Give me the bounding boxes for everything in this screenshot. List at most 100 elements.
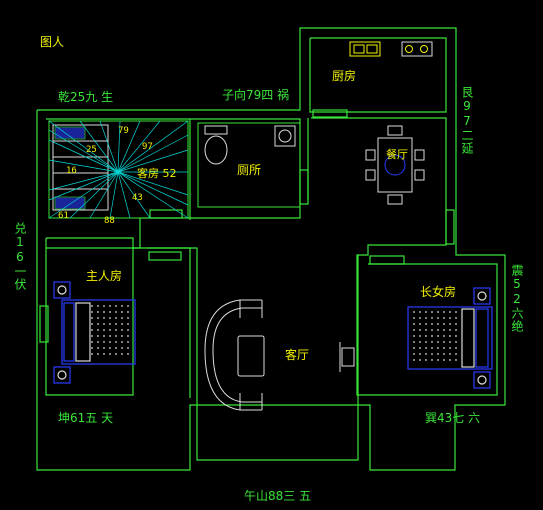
bed-dot [449, 335, 451, 337]
compass-ray [48, 171, 119, 219]
bed-dot [103, 305, 105, 307]
compass-ray [48, 159, 119, 173]
bed-dot [419, 335, 421, 337]
bed-dot [449, 347, 451, 349]
bed-dot [443, 353, 445, 355]
compass-ray [117, 171, 131, 219]
compass-ray [99, 120, 119, 173]
stair-number: 88 [104, 216, 115, 226]
bed-dot [103, 341, 105, 343]
bed-dot [425, 347, 427, 349]
compass-ray [69, 171, 119, 219]
bed-dot [413, 353, 415, 355]
walls [36, 27, 506, 471]
compass-ray [117, 120, 121, 173]
bed-dot [91, 317, 93, 319]
bed-dot [97, 317, 99, 319]
bed-dot [443, 347, 445, 349]
bed-dot [103, 317, 105, 319]
outer-wall [36, 27, 506, 471]
bed-dot [97, 323, 99, 325]
bed-dot [109, 341, 111, 343]
compass-ray [48, 120, 119, 173]
bed-dot [437, 359, 439, 361]
bed-dot [425, 341, 427, 343]
inner-wall [311, 117, 498, 396]
bed-dot [121, 329, 123, 331]
bed-dot [431, 335, 433, 337]
bed-dot [455, 353, 457, 355]
bed-dot [419, 329, 421, 331]
compass-ray [109, 171, 119, 219]
bed-dot [443, 341, 445, 343]
window [312, 109, 348, 118]
inner-wall [309, 37, 447, 113]
bed-dot [455, 311, 457, 313]
compass-ray [117, 171, 189, 219]
bed-dot [97, 305, 99, 307]
direction-top-left: 乾25九 生 [58, 90, 114, 104]
bed-dot [431, 311, 433, 313]
dining-label: 餐厅 [386, 148, 408, 161]
bed-dot [127, 323, 129, 325]
bed-dot [97, 353, 99, 355]
window [148, 251, 182, 261]
compass-ray [117, 149, 189, 173]
daughter-bedroom-label: 长女房 [420, 285, 457, 299]
bed-dot [449, 353, 451, 355]
bed-dot [109, 353, 111, 355]
stair-number: 16 [66, 166, 77, 176]
bed-dot [115, 353, 117, 355]
direction-right-lower: 震52六绝 [510, 264, 524, 333]
bed-dot [437, 353, 439, 355]
bed-dot [115, 341, 117, 343]
bed-dot [443, 317, 445, 319]
bed-dot [121, 305, 123, 307]
bed-dot [455, 317, 457, 319]
bed-dot [97, 341, 99, 343]
bed-dot [91, 329, 93, 331]
bed-dot [431, 359, 433, 361]
bed-dot [103, 329, 105, 331]
compass-ray [117, 171, 151, 219]
bed-dot [109, 329, 111, 331]
bed-dot [425, 323, 427, 325]
living-room-label: 客厅 [285, 348, 310, 362]
bed-dot [437, 317, 439, 319]
direction-left: 兑16一伏 [13, 222, 27, 291]
bed-dot [127, 341, 129, 343]
bed-dot [115, 311, 117, 313]
bed-dot [127, 347, 129, 349]
bed-dot [443, 323, 445, 325]
tv-stand [339, 342, 355, 372]
bed-dot [97, 347, 99, 349]
bed-dot [109, 317, 111, 319]
bed-dot [127, 353, 129, 355]
corner-label: 图人 [40, 35, 65, 49]
bed-dot [115, 347, 117, 349]
bed-dot [431, 353, 433, 355]
bed-dot [419, 353, 421, 355]
window [299, 169, 309, 205]
inner-wall [147, 247, 359, 461]
bed-dot [443, 359, 445, 361]
bed-dot [91, 305, 93, 307]
compass-ray [48, 139, 119, 173]
bed-dot [109, 323, 111, 325]
bed-dot [455, 341, 457, 343]
bed-dot [127, 305, 129, 307]
bed-dot [413, 323, 415, 325]
bed-dot [425, 329, 427, 331]
bed-dot [127, 329, 129, 331]
guest-room-label: 客房 52 [137, 167, 177, 180]
inner-wall [46, 118, 301, 249]
stair-number: 43 [132, 193, 143, 203]
master-bedroom-label: 主人房 [86, 269, 123, 283]
bed-dot [121, 347, 123, 349]
bed-dot [109, 311, 111, 313]
bed-dot [419, 323, 421, 325]
compass-ray [48, 171, 119, 201]
bed-dot [103, 347, 105, 349]
direction-right-upper: 艮97二延 [460, 86, 474, 155]
